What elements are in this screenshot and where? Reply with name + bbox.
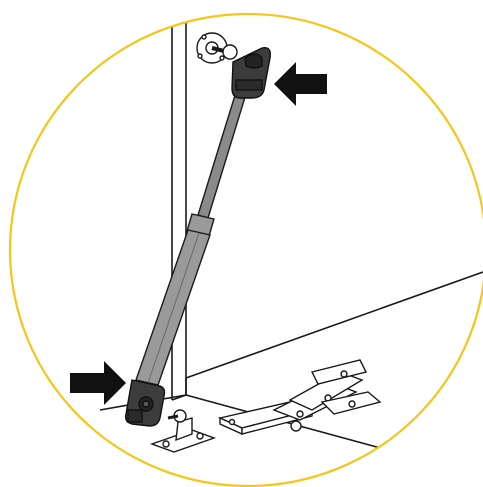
upper-end-cap: [231, 47, 272, 99]
mounting-bracket-icon: [149, 409, 217, 453]
magnifier-border: [8, 12, 483, 487]
arrow-right-icon: [70, 361, 126, 405]
gas-spring-strut: [135, 91, 247, 386]
hinge-plate-icon: [217, 359, 382, 436]
piston-rod: [197, 91, 247, 219]
lower-end-cap: [124, 379, 166, 427]
arrow-left-icon: [274, 62, 327, 106]
magnified-detail: [99, 14, 483, 486]
strut-cylinder: [135, 229, 211, 386]
ball-stud-icon: [196, 32, 238, 64]
